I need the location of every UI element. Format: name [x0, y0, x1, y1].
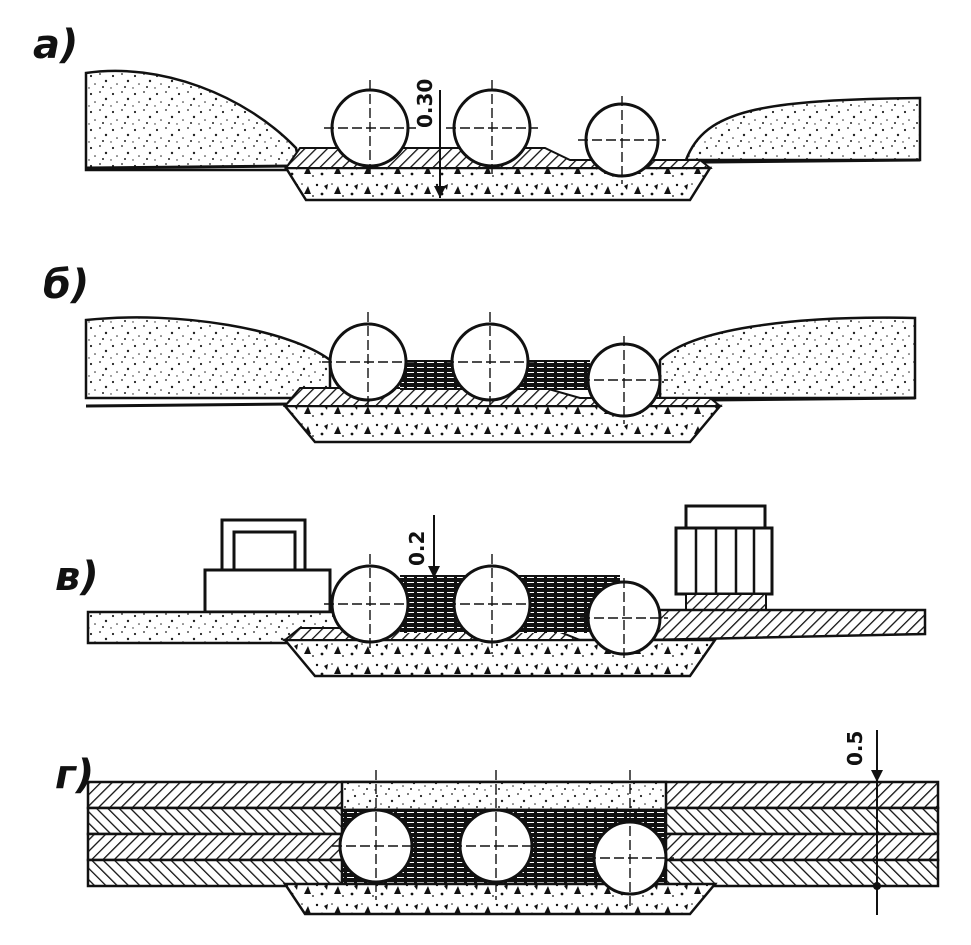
- arrow-head: [428, 566, 440, 578]
- soil-left: [84, 316, 332, 400]
- concrete-base: [282, 882, 718, 916]
- panel-a-label: а): [33, 22, 78, 68]
- arrow-head: [871, 770, 883, 782]
- panel-a: а) 0.30: [33, 22, 922, 202]
- compactor-machine: [674, 504, 774, 613]
- concrete-base: [282, 404, 723, 444]
- roller-body: [203, 568, 332, 614]
- soil-right: [658, 316, 917, 400]
- pipes: [324, 80, 666, 184]
- pipes: [324, 554, 668, 662]
- pipes: [332, 770, 674, 906]
- trench-sand-top: [340, 780, 668, 812]
- soil-left: [84, 69, 302, 172]
- panel-b: б): [43, 262, 917, 444]
- roller-frame: [220, 518, 307, 570]
- panel-b-label: б): [43, 262, 89, 308]
- dimension-label: 0.30: [413, 79, 437, 128]
- panel-c-label: в): [55, 554, 99, 600]
- dimension-mark: [873, 882, 881, 890]
- pipes: [322, 312, 668, 424]
- dimension-label: 0.2: [405, 531, 429, 566]
- concrete-base: [283, 166, 713, 202]
- road-layer: [648, 608, 927, 642]
- panel-d: г) 0.5: [55, 730, 940, 916]
- dimension-label: 0.5: [843, 731, 867, 766]
- panel-c: в) 0.2: [55, 504, 927, 678]
- concrete-base: [282, 638, 718, 678]
- soil-right: [684, 96, 922, 162]
- arrow-head: [434, 186, 446, 198]
